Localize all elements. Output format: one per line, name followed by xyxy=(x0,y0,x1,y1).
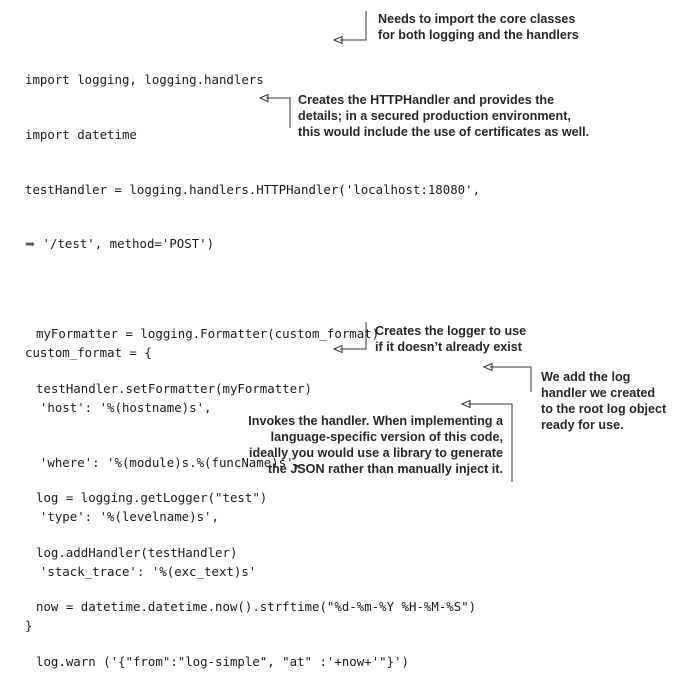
code-line: testHandler = logging.handlers.HTTPHandl… xyxy=(25,181,481,197)
code-line: import logging, logging.handlers xyxy=(25,72,264,88)
code-line: log.warn ('{"from":"log-simple", "at" :'… xyxy=(36,653,409,669)
code-line: 'where': '%(module)s.%(funcName)s', xyxy=(25,454,302,470)
code-line: import datetime xyxy=(25,127,137,142)
annotation-invoke: Invokes the handler. When implementing a… xyxy=(248,414,503,476)
connector-http-handler xyxy=(266,97,291,128)
annotation-logger: Creates the logger to use if it doesn’t … xyxy=(375,324,527,354)
connector-imports xyxy=(340,11,367,41)
annotation-add-handler: We add the log handler we created to the… xyxy=(541,370,667,432)
code-line: now = datetime.datetime.now().strftime("… xyxy=(36,599,477,615)
arrowhead-icon xyxy=(332,35,343,45)
code-line: log.addHandler(testHandler) xyxy=(36,544,238,560)
continuation-arrow-icon: ➥ xyxy=(25,237,36,252)
annotation-http-handler: Creates the HTTPHandler and provides the… xyxy=(298,93,590,139)
code-line: myFormatter = logging.Formatter(custom_f… xyxy=(36,326,380,342)
connector-add-handler xyxy=(490,366,532,392)
connector-invoke xyxy=(468,403,513,482)
code-line-text: '/test', method='POST') xyxy=(42,236,215,252)
arrowhead-icon xyxy=(460,399,471,409)
code-line: 'host': '%(hostname)s', xyxy=(25,399,212,415)
arrowhead-icon xyxy=(332,344,343,354)
code-line: testHandler.setFormatter(myFormatter) xyxy=(36,381,313,396)
arrowhead-icon xyxy=(482,362,493,372)
arrowhead-icon xyxy=(258,93,269,103)
code-line: custom_format = { xyxy=(25,345,152,361)
code-line: log = logging.getLogger("test") xyxy=(36,490,268,506)
annotation-imports: Needs to import the core classes for bot… xyxy=(378,12,579,42)
code-line-continued: ➥ '/test', method='POST') xyxy=(25,235,480,253)
code-line: 'type': '%(levelname)s', xyxy=(25,509,219,525)
connector-logger xyxy=(340,322,367,350)
annotation-connectors xyxy=(258,11,532,482)
